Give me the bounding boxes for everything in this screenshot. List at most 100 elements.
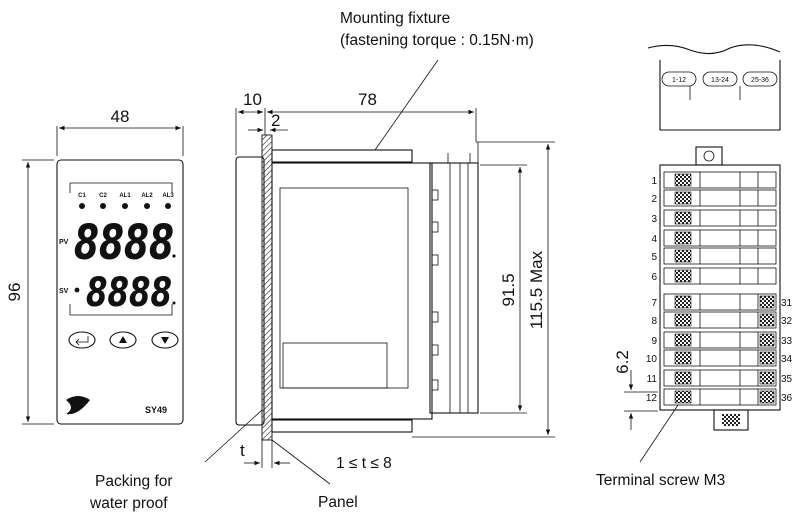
front-bezel xyxy=(56,159,184,425)
indicator-al3: AL3 xyxy=(162,193,174,199)
terminal-screw-icon xyxy=(759,371,775,385)
down-arrow-icon xyxy=(161,337,169,344)
led-al3 xyxy=(165,203,171,209)
terminal-number: 9 xyxy=(651,336,657,347)
terminal-row-right: 35 xyxy=(759,371,793,385)
dim-width: 48 xyxy=(111,107,130,126)
terminal-row: 8 xyxy=(651,311,777,329)
terminal-number: 31 xyxy=(781,298,793,309)
terminal-screw-icon xyxy=(674,211,692,225)
connector-group-2: 13-24 xyxy=(711,77,729,84)
terminal-row-right: 32 xyxy=(759,313,793,327)
dim-height: 96 xyxy=(5,283,24,302)
front-view: 48 96 C1 C2 AL1 AL2 AL3 PV 8888 SV 8888 xyxy=(5,107,184,425)
terminal-pins-side xyxy=(431,189,439,391)
enter-icon xyxy=(75,336,89,346)
terminal-screw-icon xyxy=(674,249,692,263)
terminal-number: 8 xyxy=(651,316,657,327)
label-fastening-torque: (fastening torque : 0.15N·m) xyxy=(340,32,534,49)
side-view: Mounting fixture (fastening torque : 0.1… xyxy=(89,10,555,512)
terminal-row: 12 xyxy=(646,388,777,406)
down-button[interactable] xyxy=(151,331,179,349)
terminal-screw-icon xyxy=(674,173,692,187)
terminal-screw-icon xyxy=(759,313,775,327)
terminal-screw-icon xyxy=(759,351,775,365)
label-panel: Panel xyxy=(318,494,358,511)
top-clip xyxy=(695,146,723,166)
enter-button[interactable] xyxy=(68,331,96,349)
terminal-screw-icon xyxy=(674,295,692,309)
pv-display: 8888 xyxy=(74,215,174,271)
indicator-c2: C2 xyxy=(99,193,107,199)
label-packing-2: water proof xyxy=(89,495,168,512)
label-thickness-range: 1 ≤ t ≤ 8 xyxy=(336,455,392,472)
led-al1 xyxy=(122,203,128,209)
led-c2 xyxy=(100,203,106,209)
terminal-row: 4 xyxy=(651,229,777,247)
dim-depth-front: 10 xyxy=(243,90,262,109)
terminal-screw-icon xyxy=(759,295,775,309)
up-arrow-icon xyxy=(119,336,127,343)
terminal-screw-icon xyxy=(674,231,692,245)
dim-terminal-pitch: 6.2 xyxy=(613,350,632,374)
terminal-row: 2 xyxy=(651,189,777,207)
terminal-screw-icon xyxy=(674,191,692,205)
terminal-screw-icon xyxy=(674,333,692,347)
rear-view: 1-12 13-24 25-36 12345678910111231323334… xyxy=(596,44,793,489)
terminal-row: 5 xyxy=(651,247,777,265)
terminal-number: 10 xyxy=(646,354,658,365)
terminal-block-side xyxy=(429,162,479,414)
terminal-number: 11 xyxy=(647,374,658,385)
led-al2 xyxy=(144,203,150,209)
terminal-number: 33 xyxy=(781,336,793,347)
dim-depth-body: 78 xyxy=(358,90,377,109)
terminal-number: 6 xyxy=(651,272,657,283)
terminal-number: 34 xyxy=(781,354,793,365)
label-packing-1: Packing for xyxy=(95,473,173,490)
sv-display: 8888 xyxy=(86,270,172,316)
led-c1 xyxy=(79,203,85,209)
dim-gap: 2 xyxy=(271,111,280,130)
connector-detail: 1-12 13-24 25-36 xyxy=(647,44,781,131)
terminal-row: 7 xyxy=(651,293,777,311)
terminal-screw-icon xyxy=(674,371,692,385)
up-button[interactable] xyxy=(109,331,137,349)
terminal-row-right: 33 xyxy=(759,333,793,347)
terminal-number: 2 xyxy=(651,194,657,205)
indicator-c1: C1 xyxy=(78,193,86,199)
terminal-row-right: 36 xyxy=(759,390,793,404)
connector-group-1: 1-12 xyxy=(672,77,686,84)
terminal-row: 3 xyxy=(651,209,777,227)
indicator-al1: AL1 xyxy=(119,193,131,199)
terminal-number: 4 xyxy=(651,234,657,245)
terminal-row-right: 34 xyxy=(759,351,793,365)
label-terminal-screw: Terminal screw M3 xyxy=(596,472,725,489)
case-body xyxy=(271,162,433,420)
terminal-number: 12 xyxy=(646,393,658,404)
brand-logo xyxy=(66,396,90,415)
terminal-number: 5 xyxy=(651,252,657,263)
pv-label: PV xyxy=(59,239,69,246)
panel-hatch xyxy=(261,134,273,441)
terminal-number: 32 xyxy=(781,316,793,327)
bottom-clip xyxy=(713,409,749,431)
leader-mounting-fixture xyxy=(374,59,439,151)
dim-inner-height: 91.5 xyxy=(499,273,518,306)
label-mounting-fixture: Mounting fixture xyxy=(340,10,450,27)
dim-max-height: 115.5 Max xyxy=(527,250,546,329)
mounting-fixture-bottom xyxy=(271,419,413,433)
terminal-row: 10 xyxy=(646,349,777,367)
terminal-number: 1 xyxy=(651,176,657,187)
terminal-number: 36 xyxy=(781,393,793,404)
indicator-al2: AL2 xyxy=(141,193,153,199)
terminal-screw-icon xyxy=(674,351,692,365)
terminal-number: 3 xyxy=(651,214,657,225)
connector-group-3: 25-36 xyxy=(751,77,769,84)
terminal-row: 9 xyxy=(651,331,777,349)
terminal-screw-icon xyxy=(759,390,775,404)
terminal-screw-icon xyxy=(759,333,775,347)
terminal-number: 7 xyxy=(651,298,657,309)
